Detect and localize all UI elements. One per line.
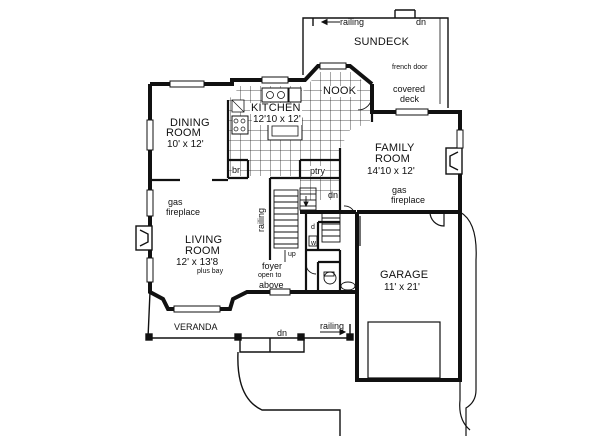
label-dn-top: dn bbox=[416, 17, 427, 27]
label-dn-veranda: dn bbox=[277, 328, 288, 338]
dim-kitchen: 12'10 x 12' bbox=[252, 114, 302, 125]
label-railing-stair: railing bbox=[256, 207, 266, 232]
label-covered: covered bbox=[393, 84, 426, 94]
label-d: d bbox=[311, 224, 315, 231]
label-fireplace-living: fireplace bbox=[166, 207, 201, 217]
dim-family: 14'10 x 12' bbox=[367, 166, 415, 177]
doors bbox=[305, 95, 373, 291]
label-gas-family: gas bbox=[392, 185, 407, 195]
label-french-door: french door bbox=[392, 64, 428, 71]
room-family-room: ROOM bbox=[375, 153, 411, 165]
dim-garage: 11' x 21' bbox=[384, 282, 420, 293]
label-dn-stair: dn bbox=[328, 190, 339, 200]
room-nook: NOOK bbox=[322, 85, 358, 97]
label-railing-top: railing bbox=[340, 17, 365, 27]
driveway bbox=[459, 211, 477, 436]
sundeck-outline bbox=[302, 9, 449, 108]
fireplaces bbox=[135, 147, 463, 251]
garage-details bbox=[359, 211, 445, 379]
stair-arrows bbox=[303, 196, 309, 208]
room-kitchen: KITCHEN bbox=[250, 102, 302, 114]
sundeck-railing-arrow bbox=[320, 18, 340, 26]
interior-walls bbox=[150, 100, 374, 292]
room-living: LIVING bbox=[185, 234, 223, 246]
label-plus-bay: plus bay bbox=[197, 268, 224, 275]
label-fireplace-family: fireplace bbox=[391, 195, 426, 205]
label-railing-veranda: railing bbox=[320, 321, 345, 331]
room-sundeck: SUNDECK bbox=[354, 36, 410, 48]
room-dining-room: ROOM bbox=[166, 127, 202, 139]
dim-living: 12' x 13'8 bbox=[176, 257, 219, 268]
label-above: above bbox=[259, 280, 284, 290]
label-gas-living: gas bbox=[168, 197, 183, 207]
room-veranda: VERANDA bbox=[174, 322, 218, 332]
label-foyer: foyer bbox=[262, 261, 283, 271]
room-garage: GARAGE bbox=[380, 269, 429, 281]
stairs bbox=[273, 187, 341, 262]
room-living-room: ROOM bbox=[185, 245, 221, 257]
veranda-railing-arrow bbox=[320, 328, 347, 336]
veranda-outline bbox=[145, 291, 354, 436]
room-family: FAMILY bbox=[375, 142, 415, 154]
label-deck: deck bbox=[400, 94, 420, 104]
label-ptry: ptry bbox=[310, 166, 326, 176]
label-w: w bbox=[311, 240, 317, 247]
label-open-to: open to bbox=[258, 272, 282, 279]
label-br: br bbox=[232, 165, 241, 175]
dim-dining: 10' x 12' bbox=[167, 139, 204, 150]
label-up: up bbox=[288, 251, 296, 258]
windows bbox=[146, 62, 464, 313]
room-dining: DINING bbox=[170, 117, 210, 129]
